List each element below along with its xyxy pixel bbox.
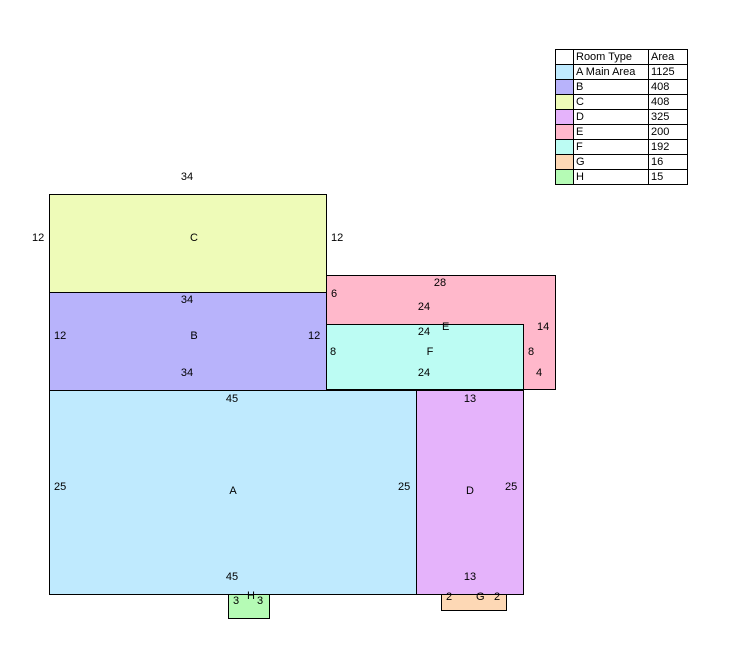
- legend-area: 16: [648, 154, 688, 170]
- legend-color-swatch: [555, 109, 574, 125]
- room-d-label: D: [466, 485, 474, 497]
- room-c-right-dimension: 12: [331, 232, 344, 244]
- legend-header-swatch: [555, 49, 574, 65]
- room-h: [228, 594, 270, 619]
- room-f: [326, 324, 524, 390]
- room-b-right-dimension: 12: [308, 330, 321, 342]
- room-h-right-dimension: 3: [257, 595, 264, 607]
- room-b-top-dimension: 34: [180, 294, 194, 306]
- room-c-label: C: [190, 232, 198, 244]
- legend-room-type: G: [573, 154, 649, 170]
- legend-color-swatch: [555, 169, 574, 185]
- legend-header-area: Area: [648, 49, 688, 65]
- legend-color-swatch: [555, 94, 574, 110]
- room-h-label: H: [247, 590, 255, 602]
- legend-area: 408: [648, 79, 688, 95]
- room-f-label: F: [426, 346, 434, 358]
- room-e-inner-dimension: 24: [417, 301, 431, 313]
- legend-room-type: A Main Area: [573, 64, 649, 80]
- room-c-left-dimension: 12: [32, 232, 45, 244]
- legend-area: 408: [648, 94, 688, 110]
- legend-color-swatch: [555, 139, 574, 155]
- room-f-right-dimension: 8: [528, 346, 535, 358]
- room-a-right-dimension: 25: [398, 481, 411, 493]
- legend-room-type: E: [573, 124, 649, 140]
- legend-color-swatch: [555, 64, 574, 80]
- legend-color-swatch: [555, 154, 574, 170]
- legend-area: 325: [648, 109, 688, 125]
- room-f-top-dimension: 24: [417, 326, 431, 338]
- room-c: [49, 194, 327, 293]
- room-f-left-dimension: 8: [330, 346, 337, 358]
- room-c-top-dimension: 34: [180, 171, 194, 183]
- room-e-right-low-dimension: 4: [536, 367, 543, 379]
- room-g-right-dimension: 2: [494, 591, 501, 603]
- legend-area: 15: [648, 169, 688, 185]
- room-g-left-dimension: 2: [446, 591, 453, 603]
- room-a: [49, 390, 417, 595]
- room-a-top-dimension: 45: [225, 393, 239, 405]
- room-d-top-dimension: 13: [463, 393, 477, 405]
- room-a-bottom-dimension: 45: [225, 571, 239, 583]
- legend-area: 200: [648, 124, 688, 140]
- room-b-bottom-dimension: 34: [180, 367, 194, 379]
- legend-color-swatch: [555, 124, 574, 140]
- room-f-bottom-dimension: 24: [417, 367, 431, 379]
- legend-header-row: Room Type Area: [555, 49, 688, 65]
- legend-room-type: F: [573, 139, 649, 155]
- room-a-left-dimension: 25: [54, 481, 67, 493]
- room-d-bottom-dimension: 13: [463, 571, 477, 583]
- room-e-right-dimension: 14: [537, 321, 550, 333]
- legend-area: 192: [648, 139, 688, 155]
- room-e-label: E: [442, 321, 450, 333]
- legend-header-room-type: Room Type: [573, 49, 649, 65]
- room-h-left-dimension: 3: [233, 595, 240, 607]
- room-b-left-dimension: 12: [54, 330, 67, 342]
- room-e-left-dimension: 6: [331, 288, 338, 300]
- legend-room-type: B: [573, 79, 649, 95]
- legend-room-type: D: [573, 109, 649, 125]
- room-g-label: G: [476, 591, 485, 603]
- legend-room-type: H: [573, 169, 649, 185]
- room-g: [441, 594, 507, 611]
- legend-color-swatch: [555, 79, 574, 95]
- room-a-label: A: [229, 485, 237, 497]
- legend-room-type: C: [573, 94, 649, 110]
- room-d-right-dimension: 25: [505, 481, 518, 493]
- room-e-top-dimension: 28: [433, 277, 447, 289]
- room-b-label: B: [190, 330, 198, 342]
- legend-area: 1125: [648, 64, 688, 80]
- room-d: [416, 390, 524, 595]
